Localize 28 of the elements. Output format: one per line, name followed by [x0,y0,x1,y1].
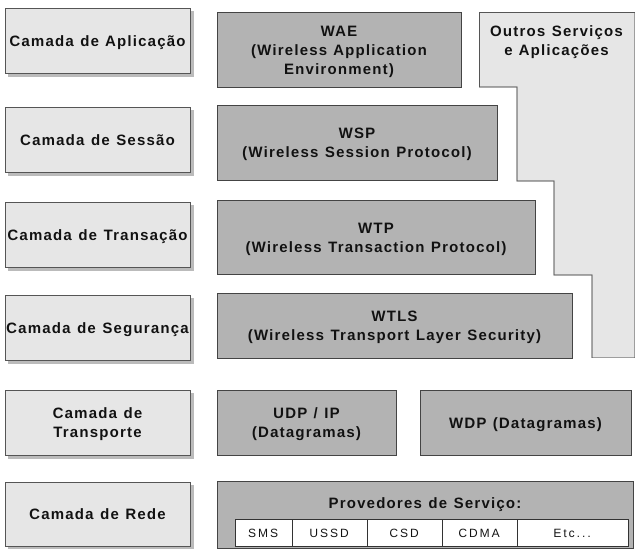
protocol-box [217,293,573,359]
protocol-box [217,481,634,549]
protocol-box [217,12,462,88]
layer-label-box: Camada de Transporte [5,390,191,456]
protocol-box [217,200,536,275]
table-cell: Etc... [517,519,629,547]
block-text: (Wireless Session Protocol) [242,143,473,162]
layer-label-box: Camada de Rede [5,482,191,547]
layer-label-box: Camada de Transação [5,202,191,268]
block-text: (Wireless Transport Layer Security) [248,326,542,345]
table-cell: CSD [367,519,443,547]
layer-label-box: Camada de Sessão [5,107,191,173]
block-text: WAE [320,22,358,40]
block-text: WTP [358,218,395,238]
block-text: Provedores de Serviço: [328,494,522,512]
protocol-box: UDP / IP (Datagramas) [217,390,397,456]
block-text: (Wireless Transaction Protocol) [245,238,508,256]
block-text: (Wireless Application Environment) [250,40,430,78]
block-text: WSP [338,124,376,143]
block-text: WTLS [371,307,419,326]
table-cell: USSD [292,519,368,547]
block-text: Outros Serviços e Aplicações [489,22,625,60]
table-cell: SMS [235,519,293,547]
protocol-box: WDP (Datagramas) [420,390,632,456]
table-cell: CDMA [442,519,518,547]
layer-label-box: Camada de Segurança [5,295,191,361]
layer-label-box: Camada de Aplicação [5,8,191,74]
protocol-box [217,105,498,181]
